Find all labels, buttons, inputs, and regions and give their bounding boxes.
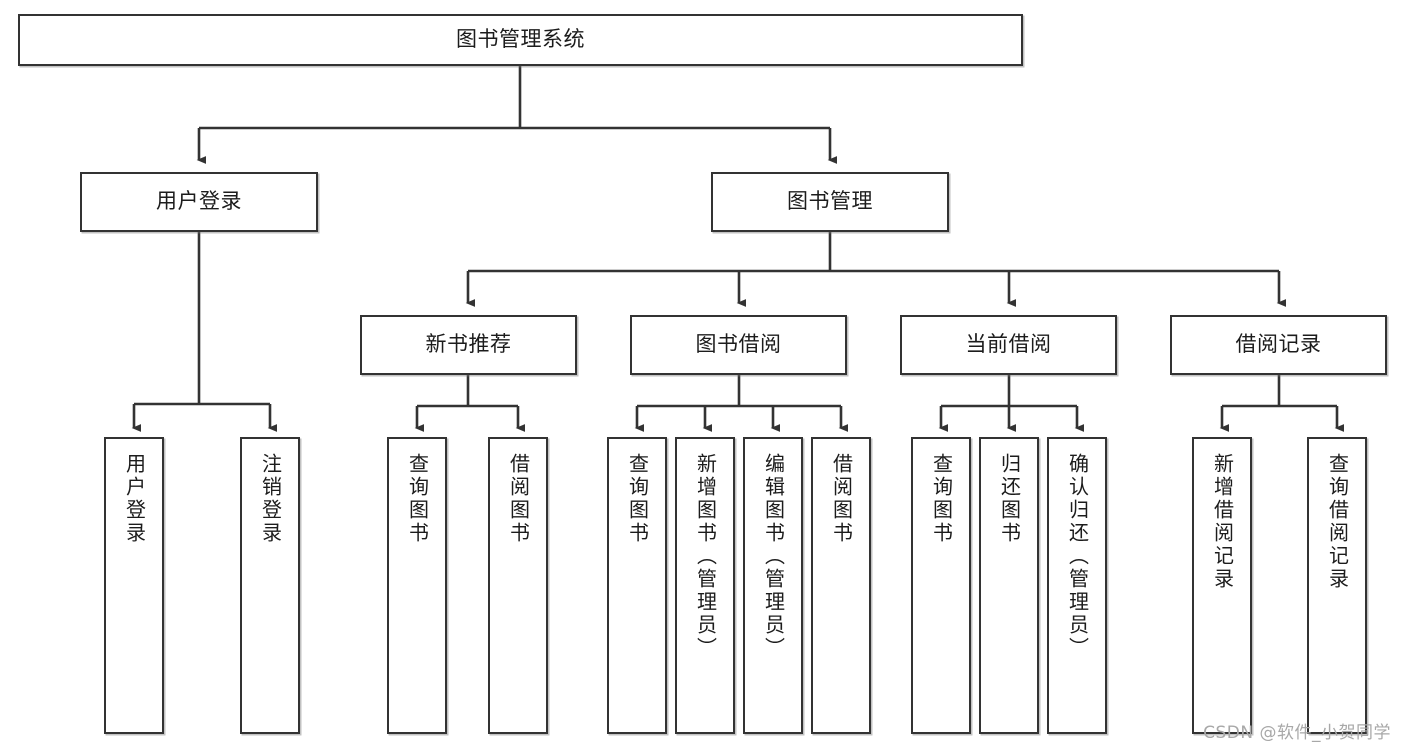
leaf-query-book-borrow-label: 查询图书	[625, 453, 650, 545]
leaf-return-book[interactable]: 归还图书	[979, 437, 1039, 734]
leaf-add-book-admin-label: 新增图书（管理员）	[693, 453, 718, 660]
leaf-borrow-book-newbook[interactable]: 借阅图书	[488, 437, 548, 734]
leaf-logout[interactable]: 注销登录	[240, 437, 300, 734]
leaf-query-book-newbook-label: 查询图书	[405, 453, 430, 545]
leaf-logout-label: 注销登录	[258, 453, 283, 545]
leaf-query-book-newbook[interactable]: 查询图书	[387, 437, 447, 734]
node-root-label: 图书管理系统	[456, 27, 585, 52]
leaf-user-login-label: 用户登录	[122, 453, 147, 545]
node-user-login-label: 用户登录	[156, 189, 242, 214]
node-user-login[interactable]: 用户登录	[80, 172, 318, 232]
node-book-management[interactable]: 图书管理	[711, 172, 949, 232]
node-book-management-label: 图书管理	[787, 189, 873, 214]
node-current-borrow[interactable]: 当前借阅	[900, 315, 1117, 375]
leaf-query-borrow-record-label: 查询借阅记录	[1325, 453, 1350, 591]
leaf-edit-book-admin[interactable]: 编辑图书（管理员）	[743, 437, 803, 734]
leaf-confirm-return-admin-label: 确认归还（管理员）	[1065, 453, 1090, 660]
leaf-add-borrow-record-label: 新增借阅记录	[1210, 453, 1235, 591]
node-new-book-recommend-label: 新书推荐	[425, 332, 512, 357]
leaf-query-borrow-record[interactable]: 查询借阅记录	[1307, 437, 1367, 734]
node-borrow-records-label: 借阅记录	[1235, 332, 1322, 357]
leaf-borrow-book[interactable]: 借阅图书	[811, 437, 871, 734]
leaf-borrow-book-label: 借阅图书	[829, 453, 854, 545]
node-root[interactable]: 图书管理系统	[18, 14, 1023, 66]
leaf-borrow-book-newbook-label: 借阅图书	[506, 453, 531, 545]
leaf-add-book-admin[interactable]: 新增图书（管理员）	[675, 437, 735, 734]
leaf-query-book-borrow[interactable]: 查询图书	[607, 437, 667, 734]
leaf-user-login[interactable]: 用户登录	[104, 437, 164, 734]
leaf-query-book-current-label: 查询图书	[929, 453, 954, 545]
leaf-query-book-current[interactable]: 查询图书	[911, 437, 971, 734]
node-borrow-records[interactable]: 借阅记录	[1170, 315, 1387, 375]
node-book-borrow[interactable]: 图书借阅	[630, 315, 847, 375]
node-new-book-recommend[interactable]: 新书推荐	[360, 315, 577, 375]
leaf-confirm-return-admin[interactable]: 确认归还（管理员）	[1047, 437, 1107, 734]
leaf-return-book-label: 归还图书	[997, 453, 1022, 545]
leaf-edit-book-admin-label: 编辑图书（管理员）	[761, 453, 786, 660]
leaf-add-borrow-record[interactable]: 新增借阅记录	[1192, 437, 1252, 734]
node-book-borrow-label: 图书借阅	[695, 332, 782, 357]
node-current-borrow-label: 当前借阅	[965, 332, 1052, 357]
